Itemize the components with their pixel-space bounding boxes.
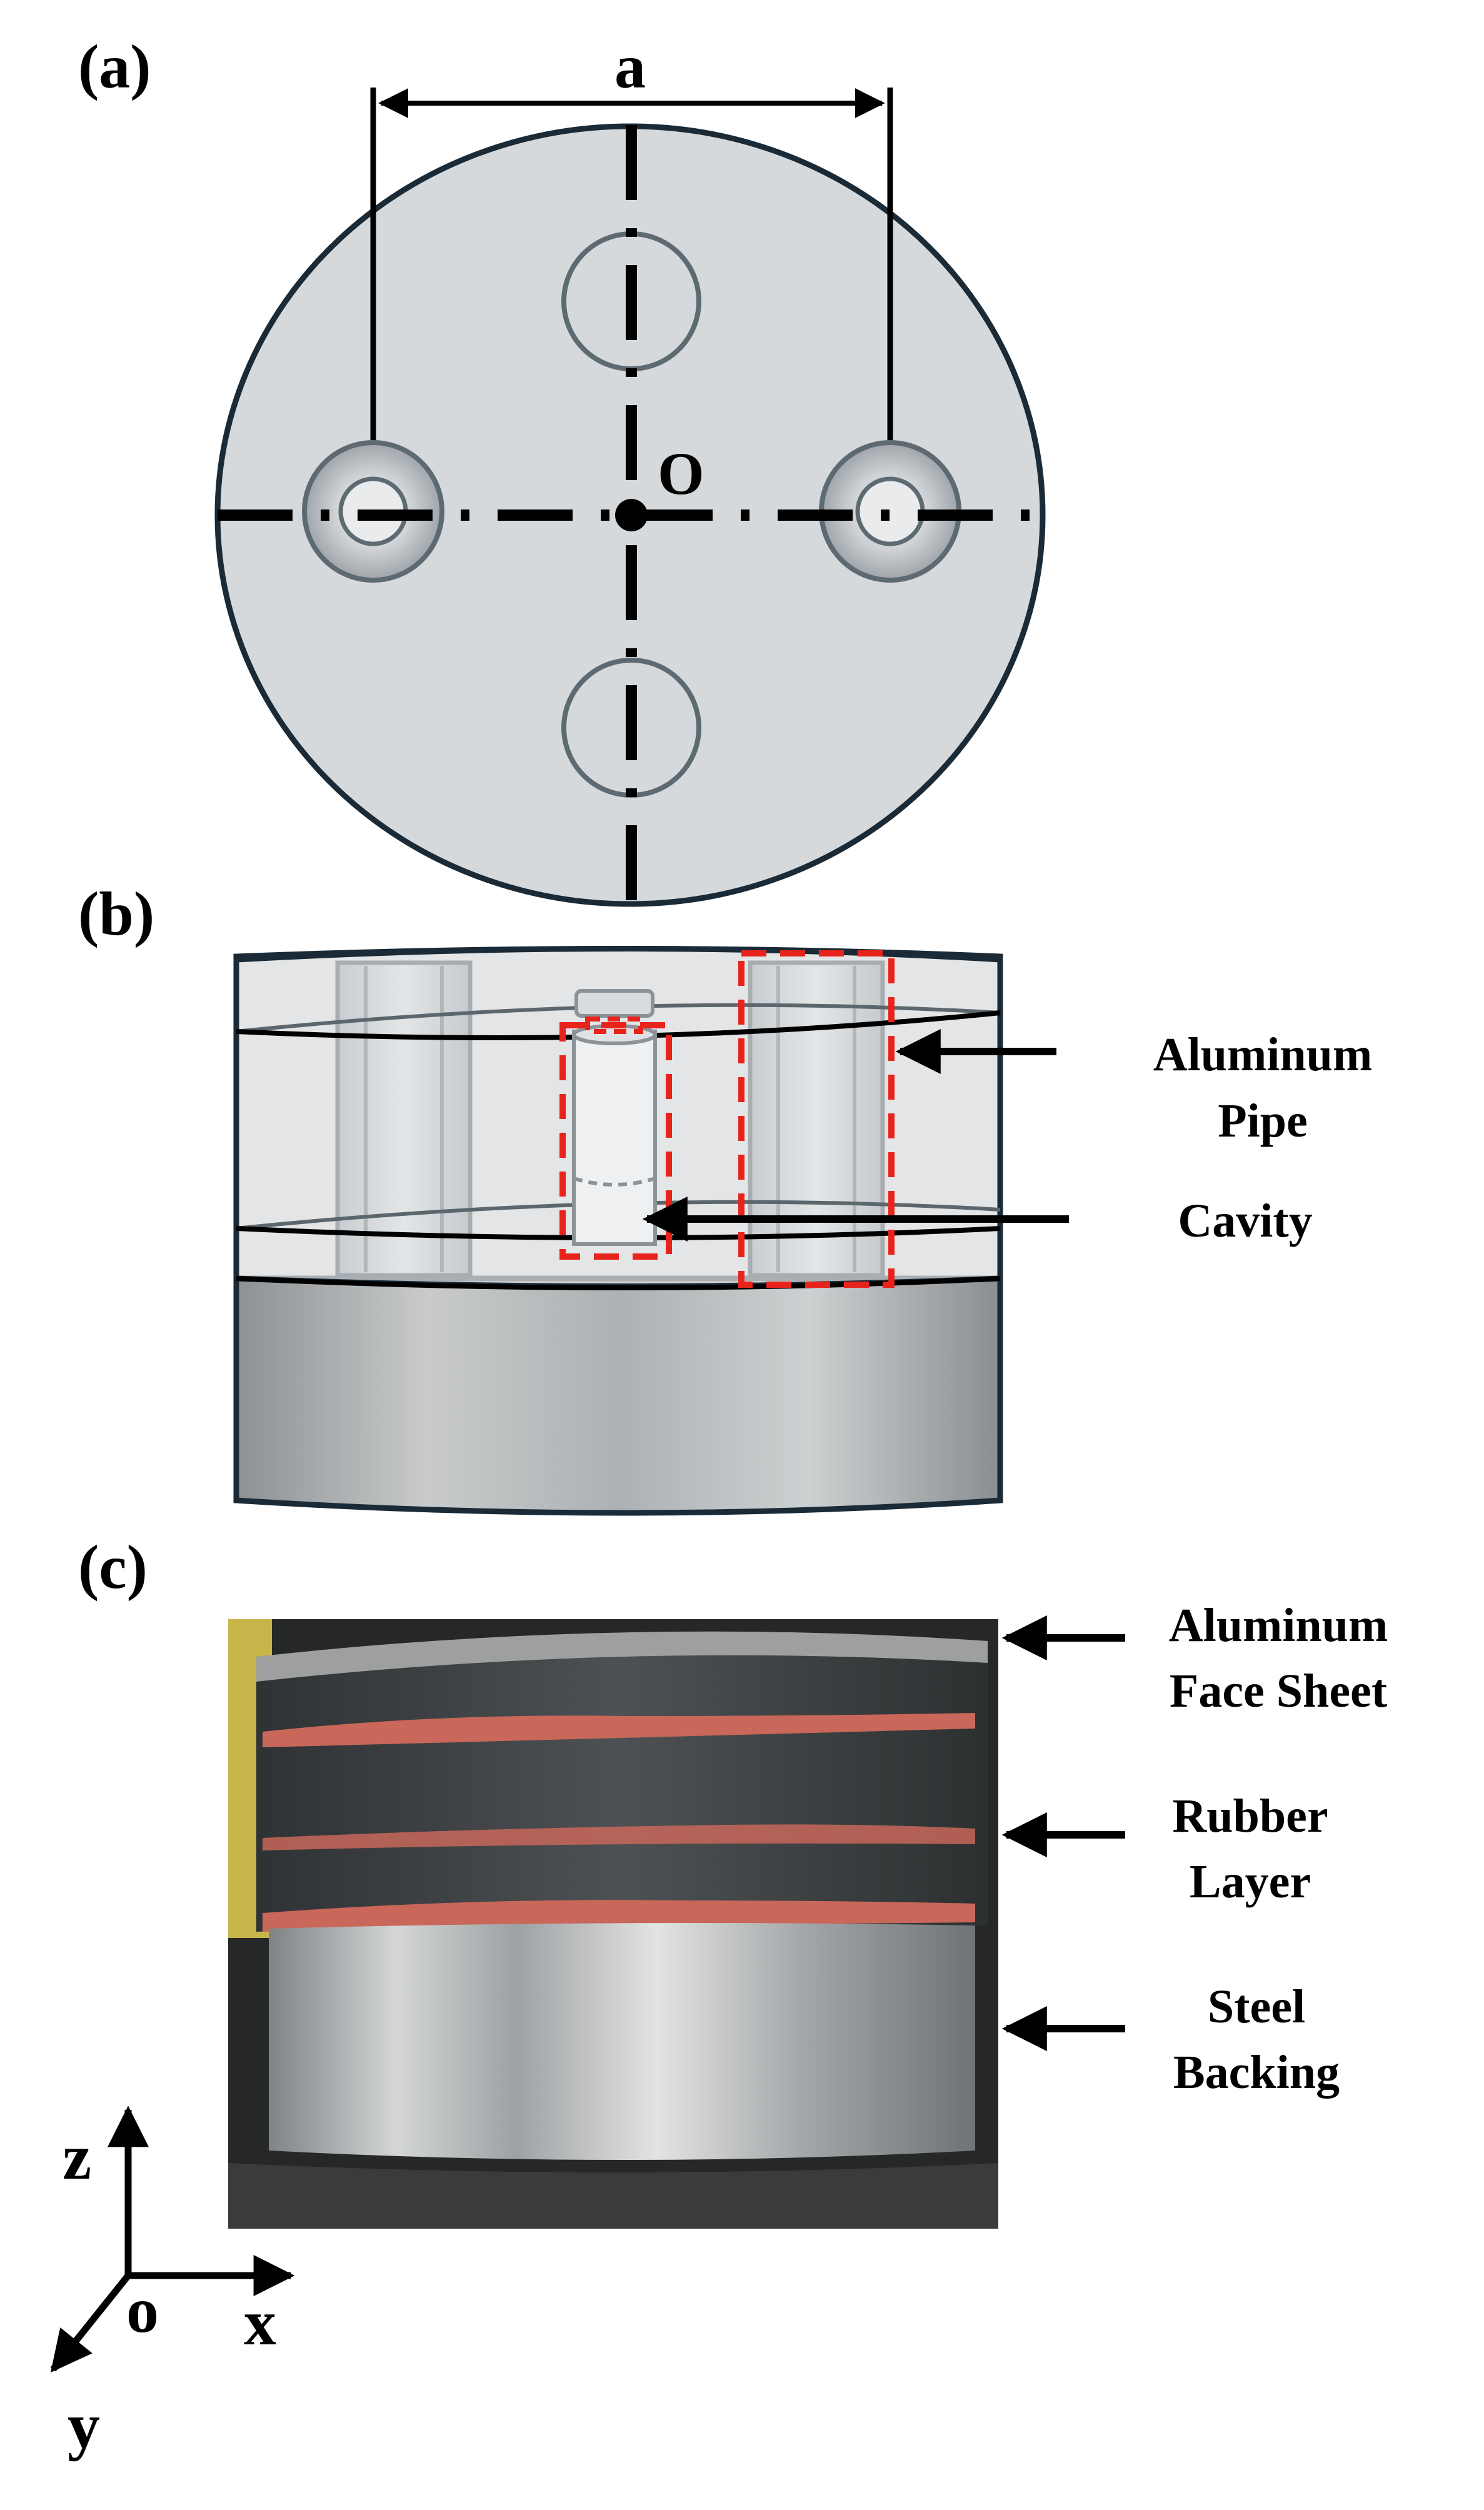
highlight-box-cavity-top bbox=[585, 1017, 643, 1034]
dimension-label: a bbox=[614, 32, 646, 101]
schematic-steel-backing bbox=[233, 1275, 1003, 1516]
schematic-face-sheet-top bbox=[236, 946, 1001, 963]
callout-aluminum-face-sheet-line1: Aluminum bbox=[1169, 1599, 1388, 1652]
panel-a-label: (a) bbox=[78, 32, 151, 101]
origin-label: O bbox=[658, 440, 704, 507]
callout-aluminum-face-sheet-line2: Face Sheet bbox=[1170, 1665, 1387, 1717]
callout-steel-backing-line1: Steel bbox=[1208, 1980, 1305, 2033]
callout-aluminum-pipe-line1: Aluminum bbox=[1153, 1028, 1373, 1081]
axis-z-label: z bbox=[63, 2121, 91, 2193]
schematic-cavity bbox=[572, 989, 657, 1246]
panel-b: (b) Aluminum Pi bbox=[78, 879, 1373, 1516]
axis-x-label: x bbox=[244, 2287, 276, 2359]
schematic-pipe-left bbox=[335, 960, 473, 1278]
callout-cavity: Cavity bbox=[1178, 1195, 1312, 1247]
axis-origin-label: o bbox=[126, 2274, 159, 2346]
axis-y-label: y bbox=[68, 2390, 100, 2462]
origin-point bbox=[615, 499, 648, 531]
axis-y-arrow bbox=[50, 2273, 131, 2373]
panel-b-label: (b) bbox=[78, 879, 154, 948]
callout-aluminum-pipe-line2: Pipe bbox=[1218, 1095, 1308, 1147]
highlight-box-cavity bbox=[559, 1022, 672, 1260]
schematic-pipe-right bbox=[748, 960, 885, 1278]
panel-c: (c) Aluminum Face Sheet Rubber Layer bbox=[78, 1532, 1388, 2229]
highlight-box-pipe bbox=[738, 950, 895, 1288]
callout-rubber-layer-line1: Rubber bbox=[1172, 1790, 1328, 1842]
callout-steel-backing-line2: Backing bbox=[1173, 2046, 1340, 2099]
specimen-photo bbox=[228, 1619, 998, 2229]
panel-c-label: (c) bbox=[78, 1532, 148, 1602]
callout-rubber-layer-line2: Layer bbox=[1190, 1855, 1311, 1908]
coordinate-axes: z o x y bbox=[50, 2106, 295, 2462]
photo-steel-backing bbox=[269, 1923, 975, 2160]
panel-a: (a) a O bbox=[78, 32, 1046, 907]
